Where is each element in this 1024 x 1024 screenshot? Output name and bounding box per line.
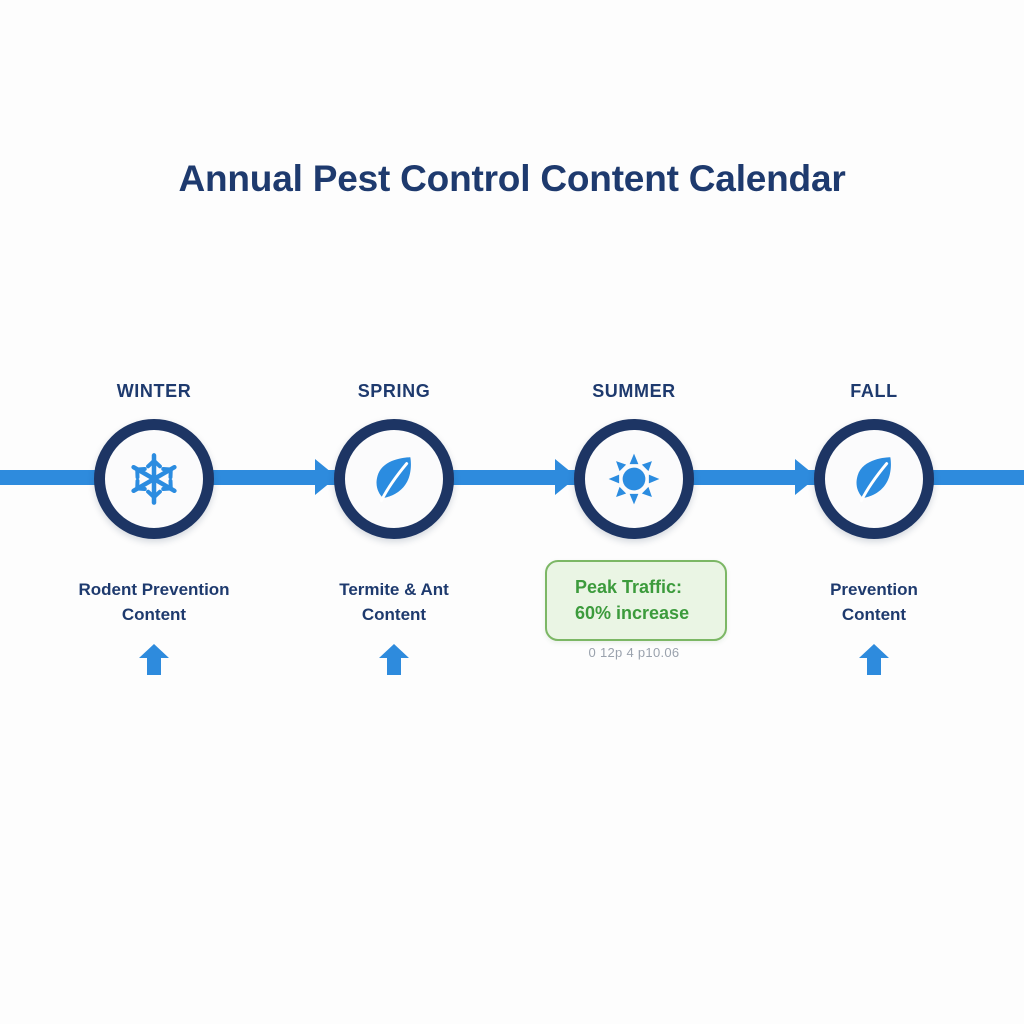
timeline-node-winter[interactable]: WINTER xyxy=(34,380,274,676)
season-label: SPRING xyxy=(357,381,431,401)
leaf-icon xyxy=(365,450,423,508)
peak-traffic-callout: Peak Traffic: 60% increase xyxy=(545,560,727,641)
season-label: WINTER xyxy=(116,381,192,401)
up-arrow-icon xyxy=(377,643,411,676)
leaf-icon xyxy=(845,450,903,508)
micro-annotation-text: 0 12p 4 p10.06 xyxy=(588,645,680,660)
node-caption: Prevention Content xyxy=(754,577,994,627)
timeline-node-summer[interactable]: SUMMER xyxy=(514,380,754,539)
callout-line1: Peak Traffic: xyxy=(575,577,683,597)
timeline-node-fall[interactable]: FALL Prevention Content xyxy=(754,380,994,676)
node-caption-line2: Content xyxy=(361,605,427,624)
node-caption-line2: Content xyxy=(841,605,907,624)
season-icon-circle[interactable] xyxy=(94,419,214,539)
season-icon-circle[interactable] xyxy=(814,419,934,539)
node-caption-line1: Rodent Prevention xyxy=(78,580,230,599)
node-caption: Termite & Ant Content xyxy=(274,577,514,627)
timeline-node-spring[interactable]: SPRING Termite & Ant Content xyxy=(274,380,514,676)
season-icon-circle[interactable] xyxy=(334,419,454,539)
up-arrow-icon xyxy=(857,643,891,676)
timeline-baseline xyxy=(0,470,1024,485)
up-arrow-icon xyxy=(137,643,171,676)
connector-arrow-icon xyxy=(315,459,337,495)
node-caption-line1: Prevention xyxy=(830,580,918,599)
season-label: SUMMER xyxy=(592,381,676,401)
page-title: Annual Pest Control Content Calendar xyxy=(178,158,846,199)
sun-icon xyxy=(606,451,662,507)
season-icon-circle[interactable] xyxy=(574,419,694,539)
season-label: FALL xyxy=(850,381,898,401)
node-caption-line1: Termite & Ant xyxy=(339,580,449,599)
node-caption: Rodent Prevention Content xyxy=(34,577,274,627)
snowflake-icon xyxy=(125,450,183,508)
connector-arrow-icon xyxy=(555,459,577,495)
callout-line2: 60% increase xyxy=(575,603,690,623)
connector-arrow-icon xyxy=(795,459,817,495)
node-caption-line2: Content xyxy=(121,605,187,624)
